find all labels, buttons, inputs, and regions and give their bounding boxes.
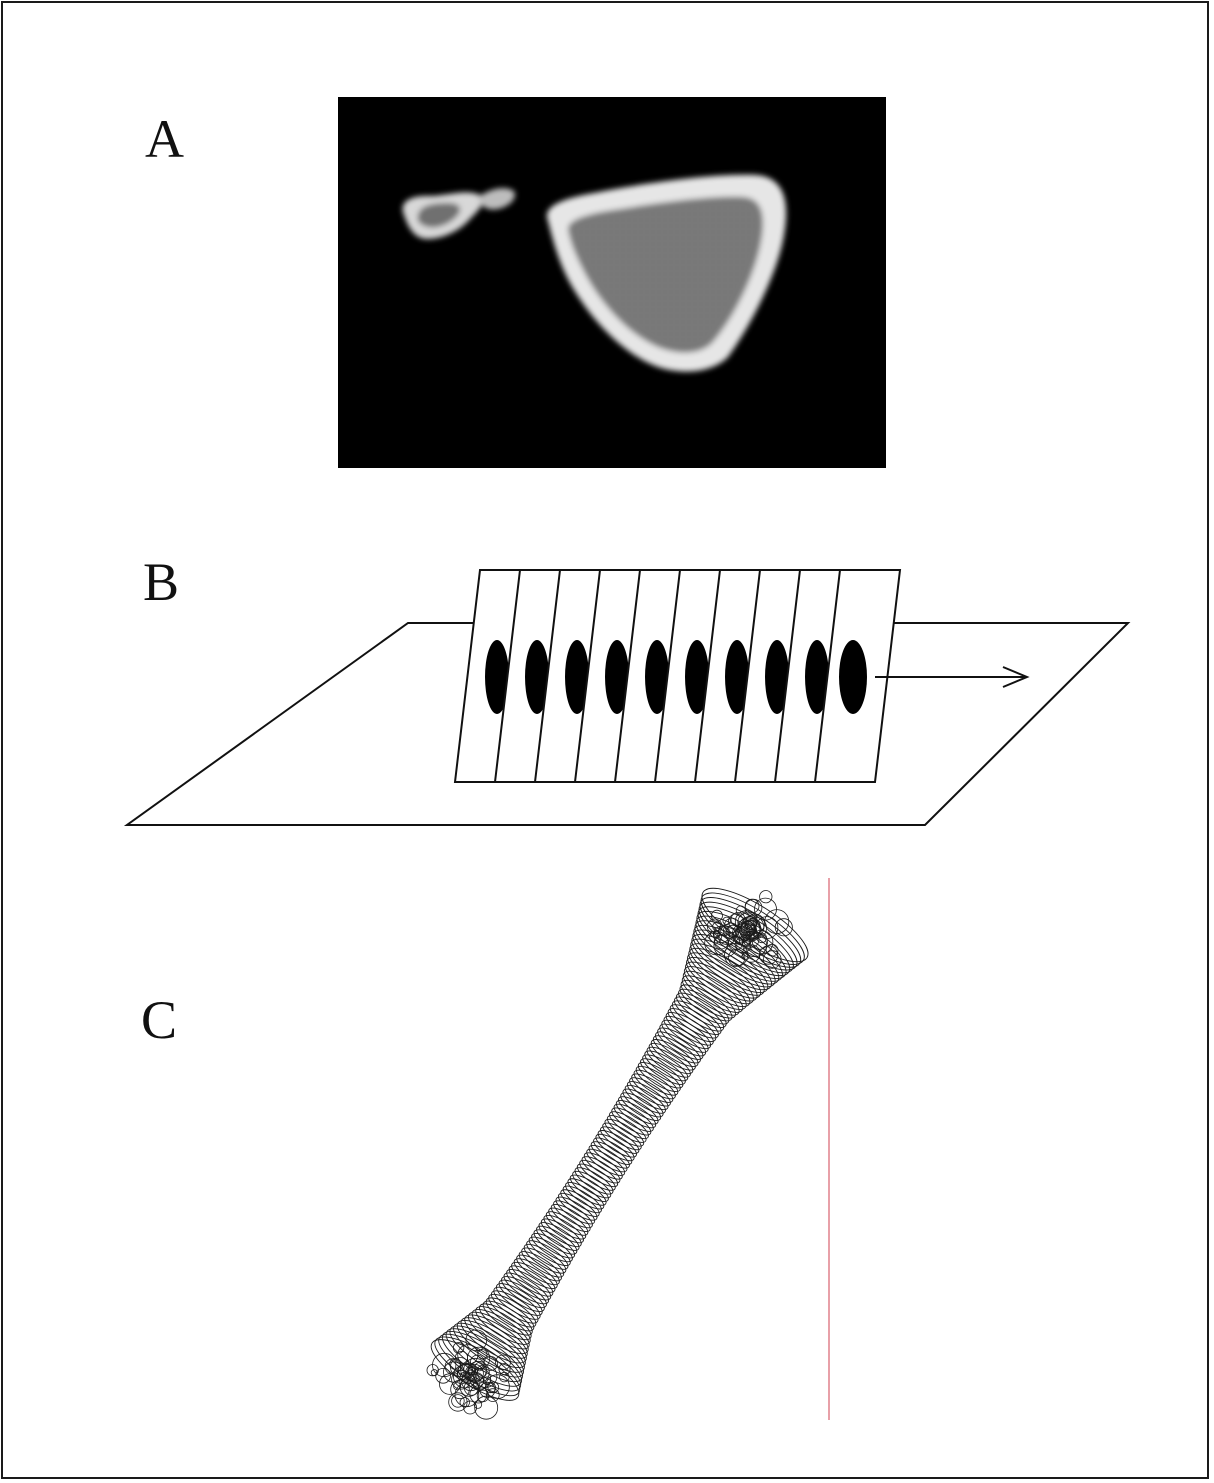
- slice-group: [455, 570, 900, 782]
- bone-texture: [736, 906, 745, 915]
- ct-cross-section-image: [338, 97, 886, 468]
- slice-stack-diagram: [120, 560, 1140, 840]
- panel-label-a: A: [145, 112, 184, 166]
- slice-marker-10: [839, 640, 867, 714]
- bone-wireframe: [423, 876, 817, 1419]
- bone-texture: [760, 891, 772, 903]
- bone-texture: [452, 1395, 465, 1408]
- bone-wireframe-reconstruction: [400, 870, 840, 1430]
- panel-label-c: C: [141, 993, 177, 1047]
